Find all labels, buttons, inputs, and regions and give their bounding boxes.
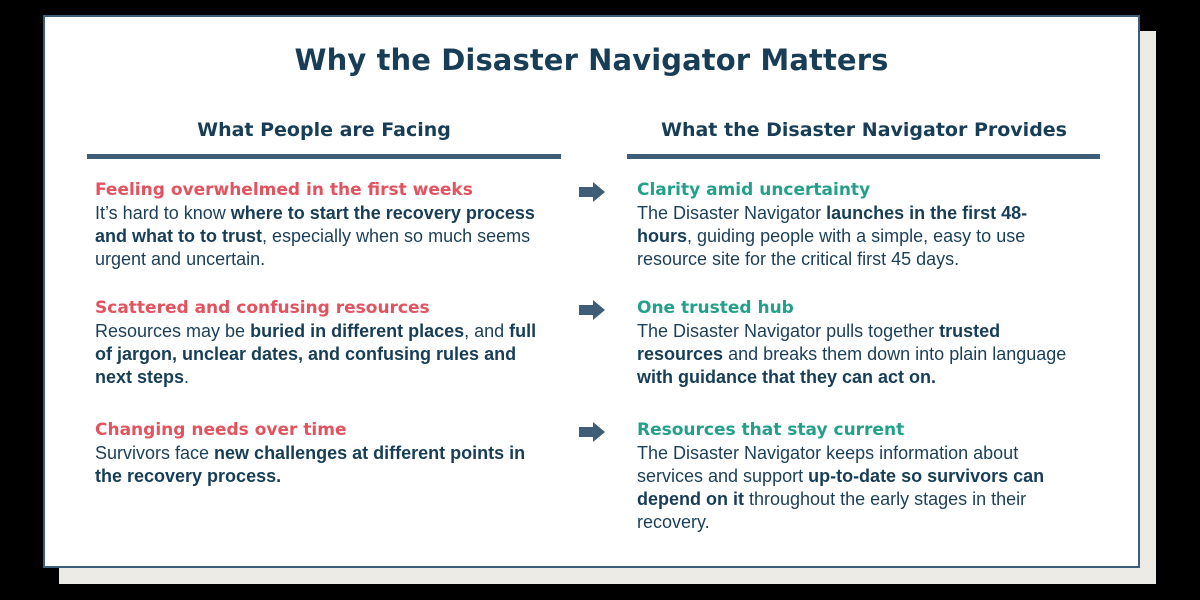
- problem-title: Scattered and confusing resources: [95, 298, 430, 318]
- emphasis-text: trusted resources: [637, 321, 1001, 364]
- body-text: The Disaster Navigator keeps information…: [637, 443, 1019, 486]
- body-text: and breaks them down into plain language: [723, 344, 1067, 364]
- body-text: The Disaster Navigator pulls together: [637, 321, 940, 341]
- problem-body: Resources may be buried in different pla…: [95, 321, 536, 387]
- problem-item: Changing needs over time Survivors face …: [95, 419, 545, 488]
- solution-title: Resources that stay current: [637, 420, 905, 440]
- problem-body: It’s hard to know where to start the rec…: [95, 203, 535, 269]
- body-text: , especially when so much seems urgent a…: [95, 226, 531, 269]
- solution-title: One trusted hub: [637, 298, 794, 318]
- page-title: Why the Disaster Navigator Matters: [294, 43, 889, 77]
- problem-title: Feeling overwhelmed in the first weeks: [95, 180, 473, 200]
- arrow-right-icon: [579, 182, 605, 202]
- column-divider-left: [87, 154, 561, 159]
- solution-item: One trusted hub The Disaster Navigator p…: [637, 297, 1082, 389]
- body-text: It’s hard to know: [95, 203, 231, 223]
- body-text: The Disaster Navigator: [637, 203, 827, 223]
- body-text: , guiding people with a simple, easy to …: [637, 226, 1026, 269]
- solution-body: The Disaster Navigator keeps information…: [637, 443, 1044, 532]
- solution-title: Clarity amid uncertainty: [637, 180, 871, 200]
- emphasis-text: with guidance that they can act on.: [637, 367, 937, 387]
- infographic-card: Why the Disaster Navigator Matters What …: [43, 15, 1140, 568]
- emphasis-text: new challenges at different points in th…: [95, 443, 526, 486]
- emphasis-text: buried in different places: [250, 321, 465, 341]
- solution-item: Clarity amid uncertainty The Disaster Na…: [637, 179, 1082, 271]
- body-text: .: [184, 367, 190, 387]
- body-text: Survivors face: [95, 443, 215, 463]
- problem-item: Scattered and confusing resources Resour…: [95, 297, 545, 389]
- column-divider-right: [627, 154, 1100, 159]
- problem-body: Survivors face new challenges at differe…: [95, 443, 525, 486]
- arrow-right-icon: [579, 300, 605, 320]
- problem-item: Feeling overwhelmed in the first weeks I…: [95, 179, 545, 271]
- solution-item: Resources that stay current The Disaster…: [637, 419, 1082, 534]
- emphasis-text: full of jargon, unclear dates, and confu…: [95, 321, 537, 387]
- solution-body: The Disaster Navigator pulls together tr…: [637, 321, 1066, 387]
- body-text: throughout the early stages in their rec…: [637, 489, 1027, 532]
- emphasis-text: up-to-date so survivors can depend on it: [637, 466, 1045, 509]
- arrow-right-icon: [579, 422, 605, 442]
- solution-body: The Disaster Navigator launches in the f…: [637, 203, 1027, 269]
- body-text: Resources may be: [95, 321, 251, 341]
- emphasis-text: launches in the first 48-hours: [637, 203, 1028, 246]
- column-header-navigator-provides: What the Disaster Navigator Provides: [661, 119, 1067, 141]
- column-header-people-facing: What People are Facing: [197, 119, 451, 141]
- problem-title: Changing needs over time: [95, 420, 347, 440]
- emphasis-text: where to start the recovery process and …: [95, 203, 535, 246]
- body-text: , and: [464, 321, 510, 341]
